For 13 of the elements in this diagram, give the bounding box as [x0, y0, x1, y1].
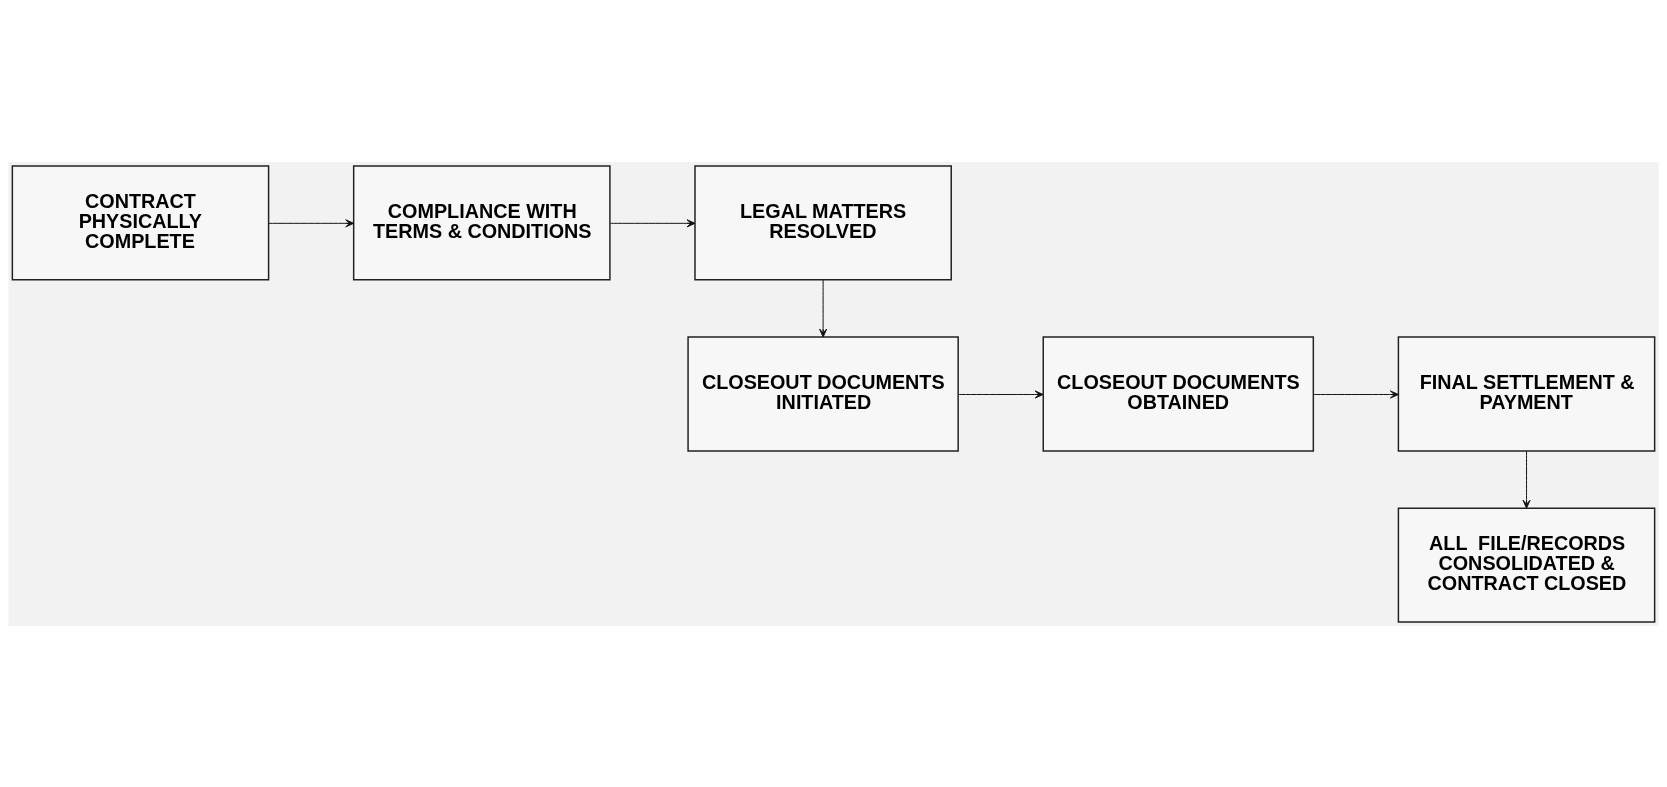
node-box: FINAL SETTLEMENT & PAYMENT — [1397, 335, 1656, 452]
arrow — [1312, 389, 1399, 399]
arrow — [957, 389, 1044, 399]
node-box: ALL FILE/RECORDS CONSOLIDATED & CONTRACT CLOSED — [1397, 507, 1656, 623]
arrow — [609, 218, 696, 227]
node-box: COMPLIANCE WITH TERMS & CONDITIONS — [352, 164, 611, 280]
node-box: CONTRACT PHYSICALLY COMPLETE — [11, 164, 270, 280]
arrow — [819, 278, 828, 337]
arrow — [1522, 450, 1531, 509]
node-box: CLOSEOUT DOCUMENTS INITIATED — [687, 335, 959, 452]
node-box: CLOSEOUT DOCUMENTS OBTAINED — [1042, 335, 1315, 452]
arrow — [268, 218, 355, 227]
node-box: LEGAL MATTERS RESOLVED — [694, 164, 952, 280]
